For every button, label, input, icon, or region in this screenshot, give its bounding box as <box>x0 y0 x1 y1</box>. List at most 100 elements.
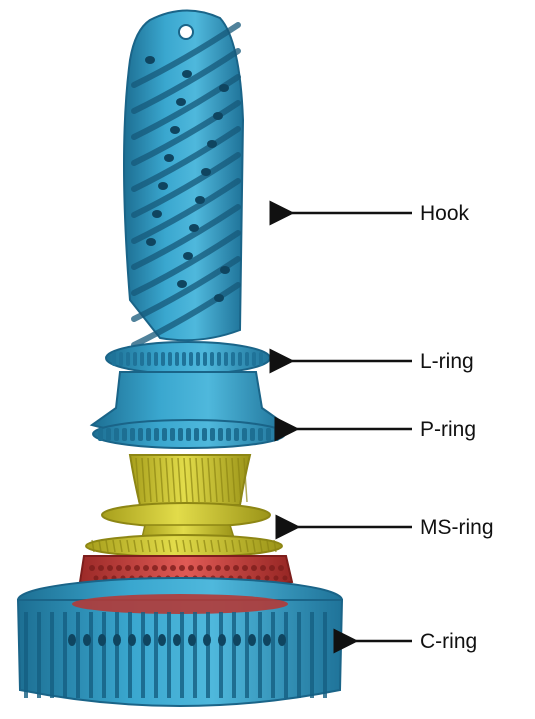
p-ring-tooth <box>130 428 135 441</box>
l-ring-tooth <box>217 352 221 366</box>
hook-pore <box>164 154 174 162</box>
l-ring-tooth <box>147 352 151 366</box>
ms-ring-label: MS-ring <box>420 516 494 539</box>
hook-pore <box>220 266 230 274</box>
p-ring-tooth <box>210 428 215 441</box>
c-ring-hole <box>83 634 91 646</box>
hook-pore <box>201 168 211 176</box>
c-ring-hole <box>233 634 241 646</box>
p-ring-tooth <box>106 428 111 441</box>
hook-pore <box>207 140 217 148</box>
c-ring-structure <box>18 578 342 706</box>
hook-pore <box>146 238 156 246</box>
red-ring-bead <box>283 576 288 581</box>
c-ring-hole <box>278 634 286 646</box>
red-ring-bead <box>242 565 248 571</box>
c-ring-hole <box>143 634 151 646</box>
p-ring-tooth <box>202 428 207 441</box>
red-ring-bead <box>179 565 185 571</box>
hook-pore <box>219 84 229 92</box>
p-ring-tooth <box>186 428 191 441</box>
hook-pore <box>195 196 205 204</box>
red-ring-bead <box>260 565 266 571</box>
c-ring-hole <box>173 634 181 646</box>
l-ring-tooth <box>245 352 249 366</box>
l-ring-tooth <box>168 352 172 366</box>
l-ring-tooth <box>203 352 207 366</box>
red-ring-bead <box>269 565 275 571</box>
p-ring-tooth <box>242 428 247 441</box>
p-ring-tooth <box>274 428 279 441</box>
p-ring-tooth <box>258 428 263 441</box>
red-ring-bead <box>251 565 257 571</box>
p-ring-structure <box>92 372 286 448</box>
red-ring-bead <box>107 565 113 571</box>
c-ring-label: C-ring <box>420 630 477 653</box>
p-ring-tooth <box>266 428 271 441</box>
c-ring-hole <box>188 634 196 646</box>
red-ring-bead <box>215 565 221 571</box>
hook-structure <box>124 10 243 345</box>
c-ring-hole <box>98 634 106 646</box>
p-ring-tooth <box>98 428 103 441</box>
hook-pore <box>176 98 186 106</box>
red-ring-bead <box>233 565 239 571</box>
l-ring-tooth <box>119 352 123 366</box>
ms-ring-structure <box>86 455 282 557</box>
l-ring-label: L-ring <box>420 350 474 373</box>
red-ring-bead <box>98 565 104 571</box>
p-ring-tooth <box>114 428 119 441</box>
l-ring-tooth <box>196 352 200 366</box>
l-ring-tooth <box>252 352 256 366</box>
l-ring-structure <box>106 342 270 374</box>
hook-pore <box>177 280 187 288</box>
c-ring-hole <box>158 634 166 646</box>
p-ring-tooth <box>154 428 159 441</box>
l-ring-tooth <box>133 352 137 366</box>
red-ring-bead <box>224 565 230 571</box>
p-ring-tooth <box>250 428 255 441</box>
l-ring-tooth <box>231 352 235 366</box>
red-ring-bead <box>206 565 212 571</box>
hook-pore <box>183 252 193 260</box>
red-ring-bead <box>161 565 167 571</box>
l-ring-tooth <box>154 352 158 366</box>
red-ring-bead <box>278 565 284 571</box>
c-ring-hole <box>128 634 136 646</box>
hook-pore <box>158 182 168 190</box>
p-ring-tooth <box>138 428 143 441</box>
red-ring-bead <box>134 565 140 571</box>
hook-pore <box>214 294 224 302</box>
c-ring-hole <box>113 634 121 646</box>
hook-pore <box>189 224 199 232</box>
p-ring-tooth <box>178 428 183 441</box>
c-ring-hole <box>203 634 211 646</box>
p-ring-tooth <box>218 428 223 441</box>
hook-pore <box>213 112 223 120</box>
hook-pore <box>152 210 162 218</box>
p-ring-tooth <box>170 428 175 441</box>
l-ring-tooth <box>189 352 193 366</box>
c-ring-hole <box>68 634 76 646</box>
l-ring-tooth <box>259 352 263 366</box>
l-ring-tooth <box>238 352 242 366</box>
c-ring-hole <box>218 634 226 646</box>
red-ring-bead <box>125 565 131 571</box>
p-ring-tooth <box>162 428 167 441</box>
p-ring-tooth <box>122 428 127 441</box>
l-ring-tooth <box>112 352 116 366</box>
red-ring-bead <box>197 565 203 571</box>
l-ring-tooth <box>126 352 130 366</box>
red-ring-bead <box>116 565 122 571</box>
p-ring-tooth <box>234 428 239 441</box>
l-ring-tooth <box>140 352 144 366</box>
red-ring-bead <box>265 576 270 581</box>
p-ring-label: P-ring <box>420 418 476 441</box>
l-ring-tooth <box>224 352 228 366</box>
p-ring-tooth <box>194 428 199 441</box>
p-ring-tooth <box>146 428 151 441</box>
l-ring-tooth <box>161 352 165 366</box>
hook-pore <box>145 56 155 64</box>
